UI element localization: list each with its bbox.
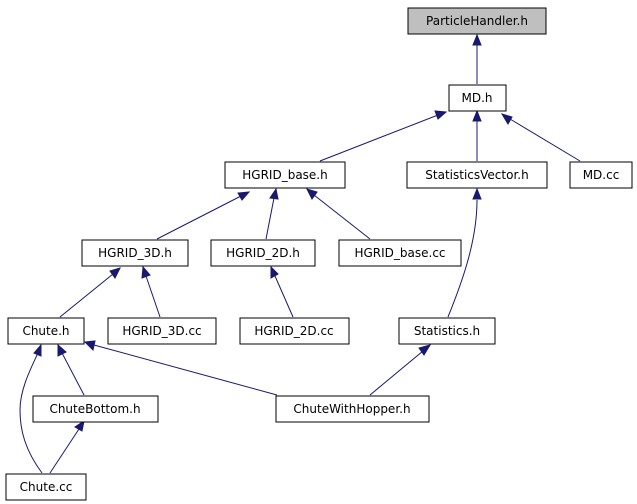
- arrowhead: [472, 109, 482, 122]
- edge-chute-cc-to-chute-h: [19, 352, 43, 474]
- edge-hgrid-3d-cc-to-hgrid-3d-h: [145, 275, 161, 318]
- arrowhead: [237, 191, 251, 201]
- node-md-h[interactable]: MD.h: [448, 84, 507, 112]
- edges-layer: [19, 33, 581, 474]
- node-label: StatisticsVector.h: [425, 168, 528, 182]
- node-label: Chute.cc: [20, 480, 73, 494]
- node-hgrid-base-cc[interactable]: HGRID_base.cc: [338, 239, 462, 267]
- node-hgrid-base-h[interactable]: HGRID_base.h: [224, 161, 346, 189]
- node-label: Chute.h: [22, 324, 69, 338]
- node-label: MD.cc: [583, 168, 620, 182]
- node-label: Statistics.h: [414, 324, 480, 338]
- edge-hgrid-2d-cc-to-hgrid-2d-h: [274, 275, 294, 318]
- node-hgrid-2d-cc[interactable]: HGRID_2D.cc: [239, 317, 350, 345]
- edge-chute-h-to-hgrid-3d-h: [59, 273, 114, 318]
- arrowhead: [306, 188, 318, 200]
- node-label: HGRID_3D.h: [98, 246, 172, 260]
- arrowhead: [500, 113, 513, 125]
- arrowhead: [83, 340, 96, 351]
- node-chutebottom-h[interactable]: ChuteBottom.h: [32, 395, 159, 423]
- node-chute-h[interactable]: Chute.h: [7, 317, 85, 345]
- node-hgrid-2d-h[interactable]: HGRID_2D.h: [210, 239, 316, 267]
- node-md-cc[interactable]: MD.cc: [569, 161, 633, 189]
- node-statisticsvector-h[interactable]: StatisticsVector.h: [406, 161, 548, 189]
- edge-chutebottom-h-to-chute-h: [61, 352, 85, 396]
- edge-chutewithhopper-h-to-statistics-h: [369, 350, 424, 396]
- edge-hgrid-2d-h-to-hgrid-base-h: [265, 197, 275, 240]
- arrowhead: [270, 265, 279, 279]
- arrowhead: [472, 187, 482, 200]
- edge-chute-cc-to-chutebottom-h: [49, 428, 80, 474]
- node-chutewithhopper-h[interactable]: ChuteWithHopper.h: [275, 395, 430, 423]
- edge-md-cc-to-md-h: [509, 118, 581, 162]
- edge-hgrid-base-cc-to-hgrid-base-h: [313, 194, 371, 240]
- arrowhead: [57, 343, 67, 357]
- node-label: HGRID_2D.h: [226, 246, 300, 260]
- edge-hgrid-3d-h-to-hgrid-base-h: [156, 195, 242, 240]
- edge-hgrid-base-h-to-md-h: [319, 114, 439, 162]
- node-label: HGRID_base.h: [242, 168, 327, 182]
- node-label: HGRID_base.cc: [354, 246, 445, 260]
- nodes-layer: ParticleHandler.h MD.h HGRID_base.h Stat…: [5, 7, 633, 501]
- edge-statistics-h-to-statisticsvector-h: [447, 199, 478, 318]
- edge-chutewithhopper-h-to-chute-h: [93, 344, 278, 396]
- arrowhead: [109, 267, 121, 279]
- node-particlehandler-h[interactable]: ParticleHandler.h: [407, 7, 547, 35]
- node-label: ChuteBottom.h: [49, 402, 140, 416]
- node-label: ChuteWithHopper.h: [293, 402, 410, 416]
- arrowhead: [269, 187, 279, 200]
- node-statistics-h[interactable]: Statistics.h: [398, 317, 496, 345]
- arrowhead: [33, 343, 42, 357]
- node-label: HGRID_2D.cc: [254, 324, 333, 338]
- arrowhead: [74, 419, 85, 432]
- node-hgrid-3d-h[interactable]: HGRID_3D.h: [81, 239, 189, 267]
- arrowhead: [418, 344, 432, 356]
- arrowhead: [472, 33, 482, 46]
- node-label: MD.h: [461, 91, 492, 105]
- node-label: ParticleHandler.h: [426, 14, 528, 28]
- node-label: HGRID_3D.cc: [122, 324, 201, 338]
- node-hgrid-3d-cc[interactable]: HGRID_3D.cc: [107, 317, 217, 345]
- arrowhead: [434, 110, 448, 120]
- arrowhead: [141, 265, 151, 279]
- node-chute-cc[interactable]: Chute.cc: [5, 473, 87, 501]
